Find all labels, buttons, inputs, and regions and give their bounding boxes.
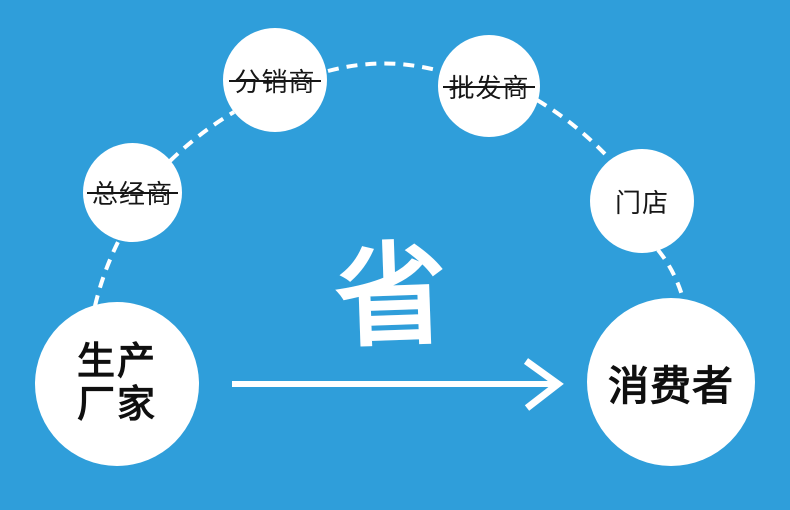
node-general-dealer: 总经商: [83, 143, 182, 242]
dashed-link-store-consumer: [656, 248, 686, 303]
direct-arrow-head-icon: [523, 358, 564, 411]
manufacturer-label-line1: 生产: [76, 341, 157, 384]
node-consumer: 消费者: [587, 298, 755, 466]
dashed-link-distributor-wholesaler: [327, 61, 441, 73]
dashed-link-manufacturer-general-dealer: [93, 239, 121, 307]
dashed-link-wholesaler-store: [535, 98, 608, 157]
node-store: 门店: [590, 149, 694, 253]
store-label: 门店: [614, 187, 669, 218]
manufacturer-label: 生产 厂家: [77, 341, 157, 426]
wholesaler-label: 批发商: [443, 68, 535, 105]
node-manufacturer: 生产 厂家: [35, 302, 199, 466]
distributor-label: 分销商: [229, 62, 321, 99]
dashed-link-general-dealer-distributor: [168, 110, 236, 163]
node-wholesaler: 批发商: [438, 35, 540, 137]
general-dealer-label: 总经商: [86, 174, 179, 211]
node-distributor: 分销商: [223, 28, 327, 132]
save-character: 省: [332, 232, 450, 361]
consumer-label: 消费者: [608, 363, 734, 409]
manufacturer-label-line2: 厂家: [76, 384, 157, 426]
